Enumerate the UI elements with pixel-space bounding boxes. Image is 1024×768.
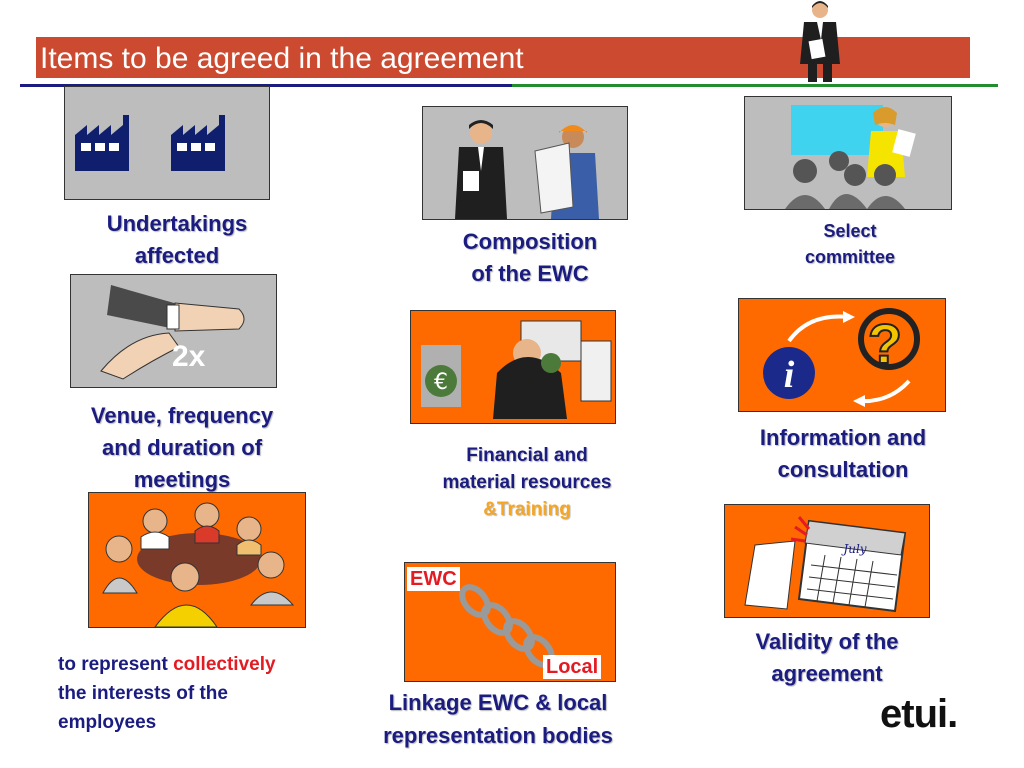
money-bag-icon: € (421, 320, 612, 419)
venue-caption: Venue, frequency and duration of meeting… (90, 403, 274, 492)
select-committee-caption: Select committee (804, 221, 896, 267)
represent-caption: to represent collectively the interests … (58, 654, 276, 733)
select-committee-image (744, 96, 952, 210)
etui-logo: etui. (880, 692, 958, 736)
training-label: &Training (483, 499, 571, 520)
venue-image (70, 274, 277, 388)
financial-caption: Financial and material resources &Traini… (412, 442, 642, 523)
represent-image (88, 492, 306, 628)
svg-text:€: € (434, 370, 448, 395)
divider-blue (20, 84, 512, 87)
calendar-icon: July (744, 516, 907, 613)
undertakings-image (64, 86, 270, 200)
divider-green (512, 84, 998, 87)
presenter-icon (790, 0, 850, 84)
composition-caption: Composition of the EWC (462, 229, 598, 286)
watch-icon (100, 285, 245, 380)
composition-image (422, 106, 628, 220)
workers-icon (455, 120, 599, 219)
ewc-tag: EWC (407, 567, 460, 591)
financial-image: € (410, 310, 616, 424)
linkage-caption: Linkage EWC & local representation bodie… (383, 690, 613, 748)
information-image: i ? (738, 298, 946, 412)
local-tag: Local (543, 655, 602, 679)
factory-icon (75, 115, 225, 171)
slide-title: Items to be agreed in the agreement (40, 42, 524, 75)
linkage-image: EWC Local (404, 562, 616, 682)
meeting-icon (785, 105, 916, 209)
validity-caption: Validity of the agreement (755, 629, 899, 686)
frequency-badge: 2x (172, 340, 206, 373)
validity-image: July (724, 504, 930, 618)
information-caption: Information and consultation (759, 425, 927, 482)
undertakings-caption: Undertakings affected (106, 211, 248, 268)
svg-text:July: July (840, 542, 866, 556)
chain-icon (459, 584, 555, 668)
collectively-highlight: collectively (173, 654, 276, 675)
info-icon: i ? (763, 308, 920, 407)
round-table-icon (102, 502, 295, 627)
svg-text:i: i (784, 354, 795, 396)
svg-text:?: ? (868, 312, 902, 375)
